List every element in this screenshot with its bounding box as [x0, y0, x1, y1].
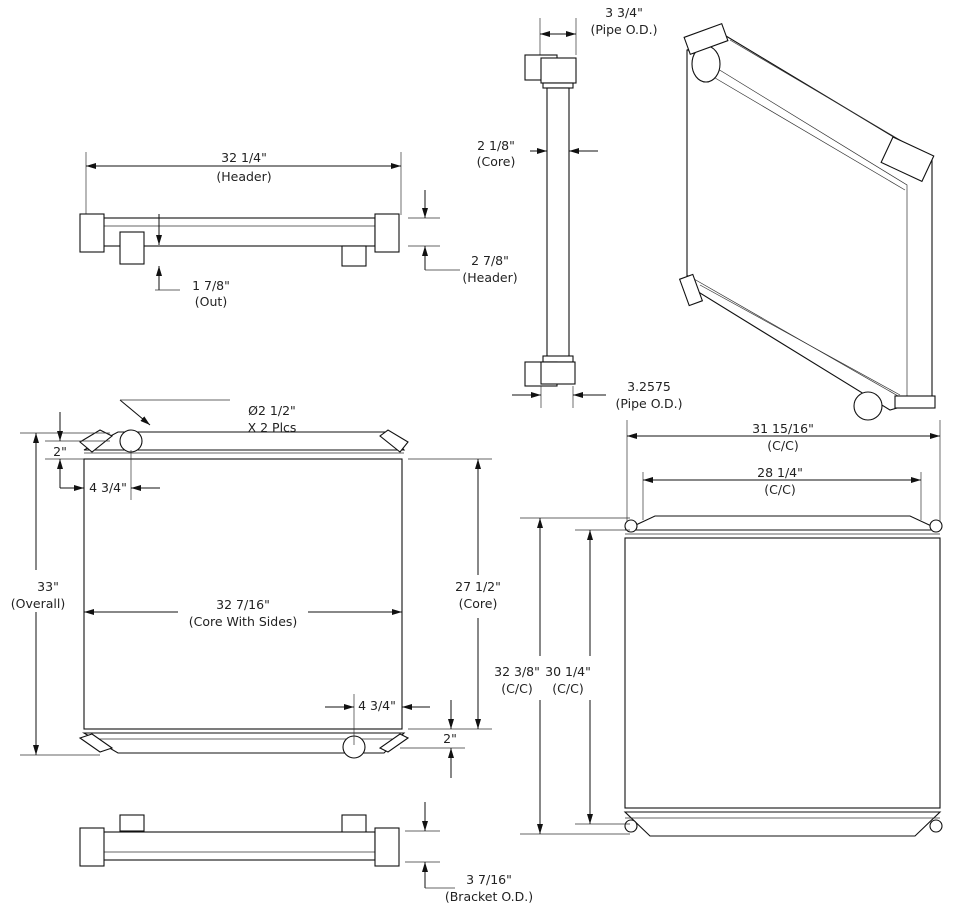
dim-pipe-diameter: Ø2 1/2" — [248, 403, 296, 418]
dim-height-inner-note: (C/C) — [552, 681, 583, 696]
dim-header-width-note: (Header) — [216, 169, 271, 184]
dim-core-height-note: (Core) — [459, 596, 498, 611]
isometric-view — [678, 22, 936, 421]
dimension-labels: 32 1/4" (Header) 1 7/8" (Out) 2 7/8" (He… — [11, 5, 814, 904]
dim-core-width-note: (Core With Sides) — [189, 614, 298, 629]
dim-overall-note: (Overall) — [11, 596, 65, 611]
outlet-pipe — [853, 391, 883, 421]
side-view — [512, 18, 606, 408]
front-view — [20, 399, 492, 778]
inlet-pipe — [341, 245, 367, 267]
dim-height-outer: 32 3/8" — [494, 664, 540, 679]
dim-overall: 33" — [37, 579, 59, 594]
dim-top-offset: 2" — [53, 444, 67, 459]
dim-bracket: 3 7/16" — [466, 872, 512, 887]
dim-inner-cc: 28 1/4" — [757, 465, 803, 480]
dim-header-width: 32 1/4" — [221, 150, 267, 165]
dim-pipe-diameter-note: X 2 Plcs — [248, 420, 297, 435]
dim-core-width: 32 7/16" — [216, 597, 270, 612]
dim-pipe-bottom-note: (Pipe O.D.) — [616, 396, 683, 411]
dim-bottom-pipe-offset: 4 3/4" — [358, 698, 396, 713]
dim-core-depth: 2 1/8" — [477, 138, 515, 153]
dim-top-pipe-offset: 4 3/4" — [89, 480, 127, 495]
pipe-circle-top — [119, 429, 143, 453]
bracket-left — [79, 213, 105, 253]
bracket-right — [374, 213, 400, 253]
dim-pipe-top: 3 3/4" — [605, 5, 643, 20]
bracket-left — [79, 827, 105, 867]
dim-pipe-top-note: (Pipe O.D.) — [591, 22, 658, 37]
dim-outer-cc: 31 15/16" — [752, 421, 814, 436]
core — [624, 537, 941, 809]
dim-core-depth-note: (Core) — [477, 154, 516, 169]
dim-height-outer-note: (C/C) — [501, 681, 532, 696]
dim-core-height: 27 1/2" — [455, 579, 501, 594]
dim-inner-cc-note: (C/C) — [764, 482, 795, 497]
rear-view — [520, 420, 943, 837]
dim-header: 2 7/8" — [471, 253, 509, 268]
dim-outlet-note: (Out) — [195, 294, 227, 309]
dim-outlet: 1 7/8" — [192, 278, 230, 293]
core — [83, 458, 403, 730]
dim-height-inner: 30 1/4" — [545, 664, 591, 679]
dim-bottom-offset: 2" — [443, 731, 457, 746]
bracket-right — [374, 827, 400, 867]
dim-bracket-note: (Bracket O.D.) — [445, 889, 533, 904]
outlet-pipe — [119, 231, 145, 265]
bottom-view — [79, 802, 455, 889]
dim-header-note: (Header) — [462, 270, 517, 285]
dim-pipe-bottom: 3.2575 — [627, 379, 671, 394]
dim-outer-cc-note: (C/C) — [767, 438, 798, 453]
core-profile — [546, 87, 570, 359]
top-view — [79, 152, 460, 291]
